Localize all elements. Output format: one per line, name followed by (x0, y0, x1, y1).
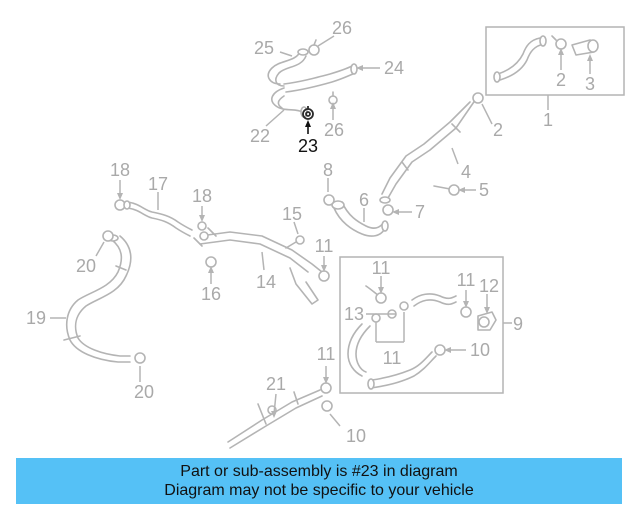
callout-23-highlighted: 23 (298, 136, 318, 156)
clamp-10-lower (321, 400, 333, 412)
notice-line-1: Part or sub-assembly is #23 in diagram (180, 463, 458, 480)
callout-17: 17 (148, 174, 168, 194)
callout-20-upper: 20 (76, 256, 96, 276)
callout-8: 8 (323, 160, 333, 180)
callout-14: 14 (256, 272, 276, 292)
pipe-14 (193, 227, 323, 305)
callout-12: 12 (479, 276, 499, 296)
box-1-connector (571, 39, 599, 56)
callout-15: 15 (282, 204, 302, 224)
callout-11-lower: 11 (317, 344, 336, 364)
box-9-clamp-11b (460, 306, 472, 318)
callout-2-pipe: 2 (493, 120, 503, 140)
callout-25: 25 (254, 38, 274, 58)
callout-19: 19 (26, 308, 46, 328)
callout-3: 3 (585, 74, 595, 94)
clamp-11-lower (320, 382, 332, 394)
leader-lines (50, 35, 593, 427)
callout-4: 4 (461, 162, 471, 182)
sub-assembly-box-1 (485, 26, 625, 96)
box-1-clamp (551, 35, 567, 50)
box-9-hose-top (411, 293, 457, 307)
pipe-4 (379, 92, 484, 204)
callout-18-left: 18 (110, 160, 130, 180)
clamp-20-lower (134, 352, 146, 364)
hose-22 (271, 87, 303, 113)
hose-17 (123, 200, 193, 237)
box-9-hose-left (347, 323, 371, 377)
clamp-7 (382, 204, 394, 216)
callout-6: 6 (359, 190, 369, 210)
box-9-fittings-13 (371, 301, 409, 323)
clamp-11-center (318, 270, 330, 282)
callout-11-box-right: 11 (457, 270, 476, 290)
notice-line-2: Diagram may not be specific to your vehi… (164, 482, 474, 499)
callout-26-lower: 26 (324, 120, 344, 140)
bolt-5 (433, 184, 460, 196)
callout-2-box: 2 (556, 70, 566, 90)
clamp-18-center (197, 221, 207, 231)
callout-16: 16 (201, 284, 221, 304)
callout-13: 13 (344, 304, 364, 324)
clamp-20-upper (102, 230, 114, 242)
callout-1: 1 (543, 110, 553, 130)
callout-10-lower: 10 (346, 426, 366, 446)
callout-11-box-left: 11 (372, 258, 391, 278)
callout-24: 24 (384, 58, 404, 78)
clamp-26-top (308, 39, 320, 56)
hose-25 (267, 48, 309, 87)
callout-11-center: 11 (315, 236, 334, 256)
callout-20-lower: 20 (134, 382, 154, 402)
box-9-clamp-11a (375, 292, 387, 304)
clamp-8 (323, 194, 335, 206)
callout-11-box-bottom: 11 (383, 348, 402, 368)
callout-22: 22 (250, 126, 270, 146)
callout-10-box: 10 (470, 340, 490, 360)
notice-banner: Part or sub-assembly is #23 in diagram D… (16, 458, 622, 504)
leader-23-highlighted (305, 120, 311, 134)
sub-assembly-box-9 (339, 256, 504, 394)
callout-7: 7 (415, 202, 425, 222)
callout-5: 5 (479, 180, 489, 200)
callout-labels: 1 2 2 3 4 5 6 7 8 9 10 10 11 11 11 11 11… (26, 18, 595, 446)
callout-18-center: 18 (192, 186, 212, 206)
hose-6 (331, 200, 389, 237)
clip-16 (205, 256, 217, 268)
box-9-hose-bottom (367, 351, 437, 390)
callout-9: 9 (513, 314, 523, 334)
callout-26-top: 26 (332, 18, 352, 38)
bolt-15 (285, 235, 305, 249)
callout-21: 21 (266, 374, 286, 394)
part-23-highlighted (302, 106, 314, 120)
box-9-connector-12 (477, 311, 497, 331)
pipe-21 (227, 389, 323, 449)
box-9-clamp-10 (434, 344, 446, 356)
box-1-hose (493, 35, 547, 83)
hose-24 (283, 63, 358, 93)
